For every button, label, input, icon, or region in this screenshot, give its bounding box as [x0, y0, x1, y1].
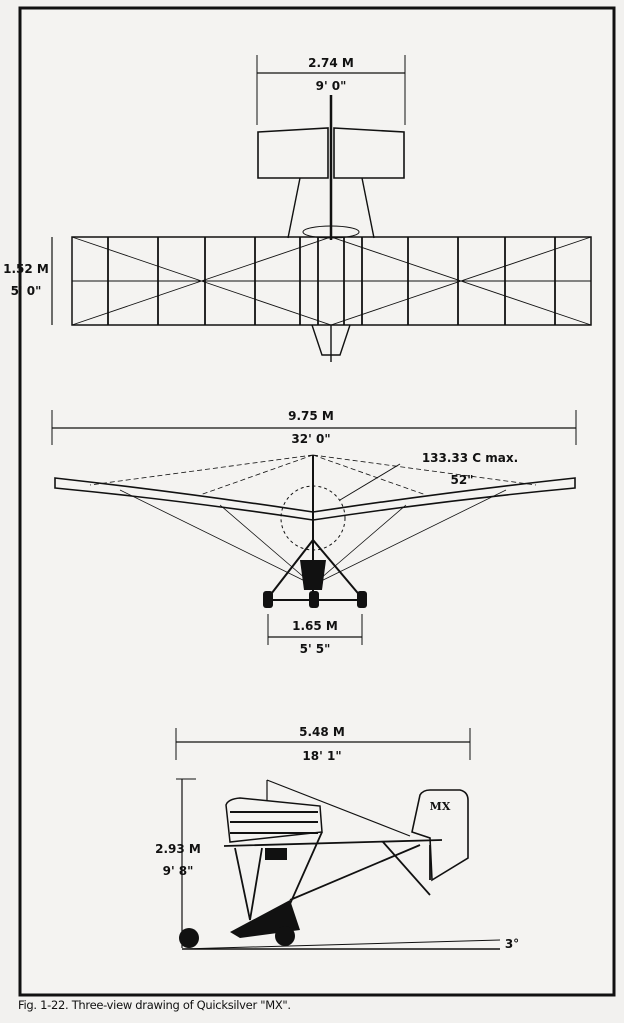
- tail-span-m: 2.74 M: [308, 56, 354, 70]
- length-ft: 18' 1": [302, 749, 341, 763]
- dihedral-callout: 133.33 C max. 52": [339, 451, 518, 501]
- wing-ribs-side: [230, 811, 318, 834]
- side-view: 5.48 M 18' 1" 2.93 M 9' 8" MX 3°: [155, 725, 519, 951]
- wingspan-ft: 32' 0": [291, 432, 330, 446]
- angle-line: [181, 939, 501, 950]
- track-ft: 5' 5": [300, 642, 331, 656]
- ground-angle: 3°: [505, 937, 519, 951]
- height-m: 2.93 M: [155, 842, 201, 856]
- length-dimension: 5.48 M 18' 1": [175, 725, 471, 763]
- figure-caption: Fig. 1-22. Three-view drawing of Quicksi…: [18, 998, 291, 1012]
- tail-span-ft: 9' 0": [316, 79, 347, 93]
- tail-logo: MX: [430, 800, 451, 813]
- wingspan-dimension: 9.75 M 32' 0": [51, 409, 577, 446]
- chord-ft: 5' 0": [11, 284, 42, 298]
- front-view: 9.75 M 32' 0" 133.33 C max. 52" 1.65 M 5…: [51, 409, 577, 656]
- chord-dimension: 1.52 M 5' 0": [3, 237, 53, 325]
- lower-wires: [119, 489, 507, 586]
- tail-booms: [287, 177, 375, 239]
- nose-wheel: [309, 591, 319, 608]
- figure-border: [18, 6, 616, 997]
- dihedral-label: 133.33 C max.: [422, 451, 518, 465]
- main-wheel-side: [275, 926, 295, 946]
- nose-wheel-side: [179, 928, 199, 948]
- track-dimension: 1.65 M 5' 5": [267, 614, 363, 656]
- engine: [265, 848, 287, 860]
- propeller-arc: [280, 485, 346, 551]
- right-wheel: [357, 591, 367, 608]
- wing-front: [54, 477, 576, 521]
- wingspan-m: 9.75 M: [288, 409, 334, 423]
- left-wheel: [263, 591, 273, 608]
- length-m: 5.48 M: [299, 725, 345, 739]
- wing-side: [225, 797, 323, 843]
- propeller-disc: [302, 225, 360, 239]
- horizontal-stabilizer: [257, 127, 405, 179]
- kingpost-side: [266, 779, 411, 837]
- top-view: 2.74 M 9' 0" 1.52 M 5' 0": [3, 55, 592, 362]
- upper-wires: [89, 454, 537, 496]
- nose-frame: [311, 324, 351, 362]
- vertical-tail: [411, 789, 469, 882]
- chord-m: 1.52 M: [3, 262, 49, 276]
- track-m: 1.65 M: [292, 619, 338, 633]
- height-dimension: 2.93 M 9' 8": [155, 778, 201, 948]
- height-ft: 9' 8": [163, 864, 194, 878]
- dihedral-in: 52": [451, 473, 474, 487]
- fuselage-tubes: [223, 831, 443, 923]
- seat: [300, 560, 326, 590]
- tail-span-dimension: 2.74 M 9' 0": [256, 55, 406, 125]
